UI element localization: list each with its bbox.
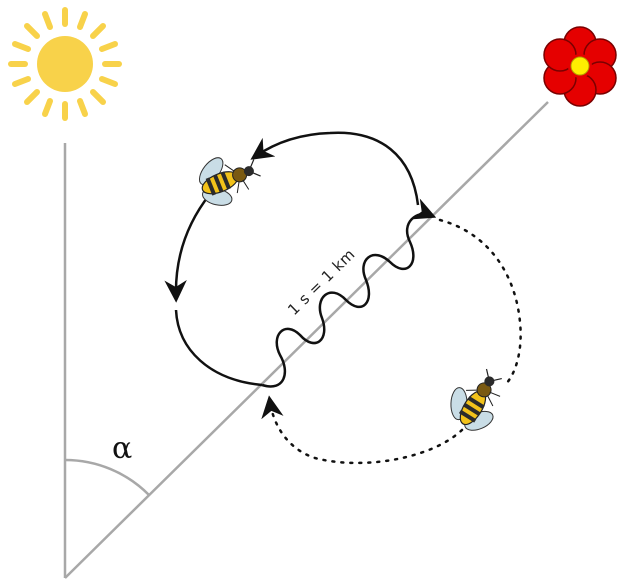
return-loop-left-path: [256, 133, 418, 205]
return-loop-right-path: [440, 220, 521, 385]
flower-icon: [544, 27, 616, 106]
angle-label: α: [112, 431, 132, 466]
return-loop-left-bottom-path: [176, 310, 262, 385]
bee-icon: [435, 358, 517, 443]
sun-icon: [11, 10, 119, 118]
return-loop-left-lower-path: [176, 194, 210, 296]
return-loop-right-lower-path: [270, 402, 462, 463]
angle-arc: [65, 460, 149, 495]
scale-label: 1 s = 1 km: [284, 245, 359, 319]
bee-icon: [186, 141, 267, 217]
